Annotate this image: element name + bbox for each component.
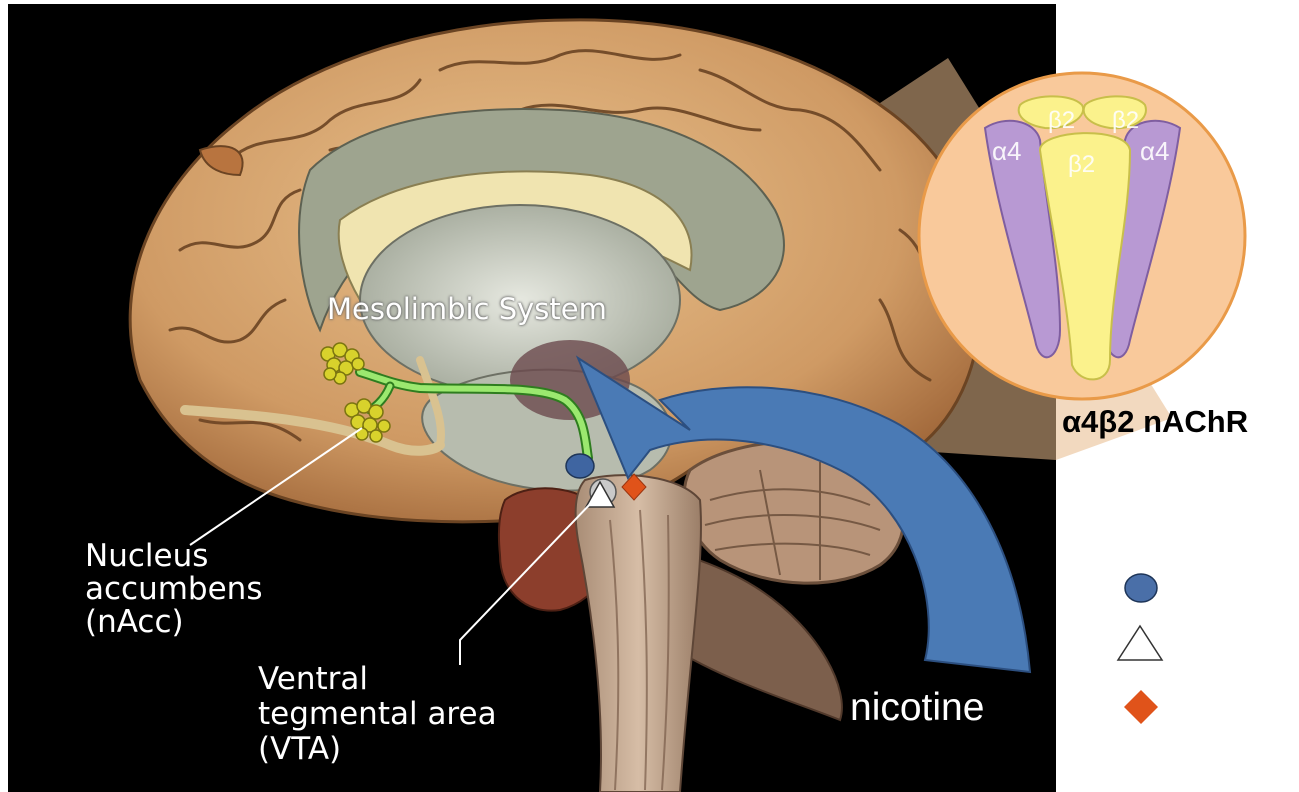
vta-label: Ventral tegmental area (VTA) xyxy=(258,662,497,767)
legend xyxy=(1118,574,1162,724)
mesolimbic-label: Mesolimbic System xyxy=(327,292,607,326)
nacc-line: (nAcc) xyxy=(85,606,262,639)
subunit-label: α4 xyxy=(1140,136,1170,166)
nacc-line: accumbens xyxy=(85,573,262,606)
subunit-label: α4 xyxy=(992,136,1022,166)
legend-circle-icon xyxy=(1125,574,1157,602)
subunit-label: β2 xyxy=(1112,107,1139,134)
vta-line: Ventral xyxy=(258,662,497,697)
legend-triangle-icon xyxy=(1118,626,1162,660)
vta-line: (VTA) xyxy=(258,732,497,767)
receptor-label: α4β2 nAChR xyxy=(1062,404,1248,440)
nicotine-label: nicotine xyxy=(850,686,984,730)
vta-line: tegmental area xyxy=(258,697,497,732)
legend-diamond-icon xyxy=(1124,690,1158,724)
nacc-line: Nucleus xyxy=(85,540,262,573)
subunit-label: β2 xyxy=(1048,107,1075,134)
subunit-label: β2 xyxy=(1068,151,1095,178)
nucleus-accumbens-label: Nucleus accumbens (nAcc) xyxy=(85,540,262,639)
